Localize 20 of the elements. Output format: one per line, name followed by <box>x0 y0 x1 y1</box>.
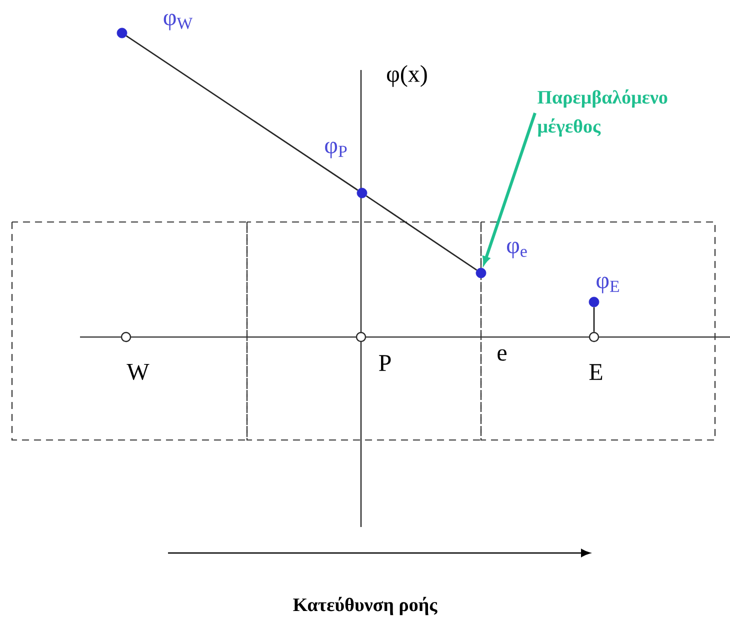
data-point <box>116 28 128 38</box>
point-label: W <box>126 364 150 380</box>
grid-point <box>356 332 366 342</box>
profile-line <box>366 195 478 271</box>
point-label: P <box>379 355 391 371</box>
caption: Κατεύθυνση ροής <box>293 596 438 616</box>
grid-point <box>588 332 600 342</box>
data-point <box>356 188 368 198</box>
point-label: E <box>589 364 602 380</box>
data-point <box>588 296 600 308</box>
axis-label: φ(x) <box>387 65 427 87</box>
grid-point <box>120 332 132 342</box>
annotation-text: Παρεμβαλόμενο μέγεθος <box>537 89 668 137</box>
point-label: φ$_{E}$ <box>596 276 619 294</box>
stem-line <box>593 307 595 332</box>
point-label: φ$_{P}$ <box>325 142 347 158</box>
point-label: φ$_{W}$ <box>164 14 193 30</box>
face-label: e <box>498 349 506 361</box>
data-point <box>476 268 486 278</box>
profile-line <box>126 35 358 191</box>
